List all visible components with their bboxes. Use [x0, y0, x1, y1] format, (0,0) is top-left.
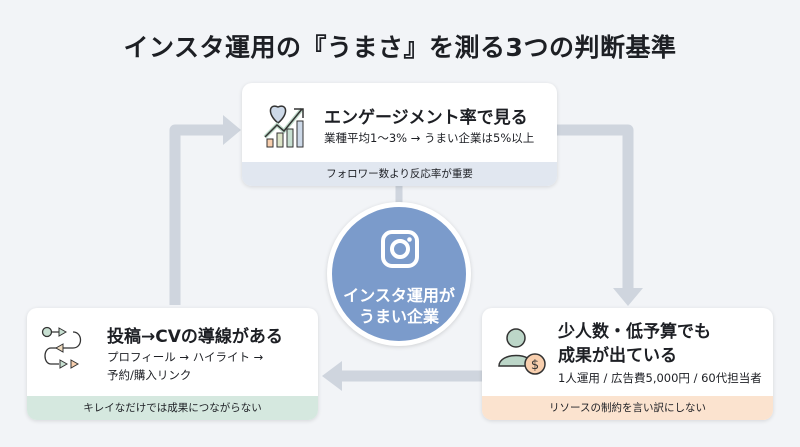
card-subtext: 業種平均1～3% → うまい企業は5%以上: [324, 131, 535, 145]
arrowhead-down: [613, 288, 643, 306]
card-footer: リソースの制約を言い訳にしない: [482, 396, 773, 420]
flow-path-icon: [41, 326, 82, 369]
card-heading-line1: 少人数・低予算でも: [558, 322, 711, 342]
card-subtext-line2: 予約/購入リンク: [107, 368, 192, 382]
card-footer: キレイなだけでは成果につながらない: [27, 396, 318, 420]
instagram-icon: [381, 230, 419, 268]
person-dollar-icon: $: [498, 328, 546, 375]
card-heading: 少人数・低予算でも 成果が出ている: [558, 320, 711, 368]
card-heading: 投稿→CVの導線がある: [107, 327, 283, 347]
card-subtext: 1人運用 / 広告費5,000円 / 60代担当者: [558, 371, 762, 385]
center-label: インスタ運用が うまい企業: [332, 285, 466, 327]
arrowhead-right: [223, 115, 241, 145]
card-engagement: エンゲージメント率で見る 業種平均1～3% → うまい企業は5%以上 フォロワー…: [242, 83, 557, 186]
heart-growth-chart-icon: [263, 105, 304, 148]
card-subtext: プロフィール → ハイライト → 予約/購入リンク: [107, 348, 263, 384]
card-heading: エンゲージメント率で見る: [324, 108, 528, 128]
card-subtext-line1: プロフィール → ハイライト →: [107, 350, 264, 364]
arrow-left-to-top: [169, 124, 225, 305]
card-small-team: $ 少人数・低予算でも 成果が出ている 1人運用 / 広告費5,000円 / 6…: [482, 308, 773, 420]
center-label-line2: うまい企業: [358, 307, 439, 326]
arrow-top-to-right: [557, 124, 634, 290]
svg-text:$: $: [531, 358, 539, 373]
center-label-line1: インスタ運用が: [343, 286, 455, 305]
page-title: インスタ運用の『うまさ』を測る3つの判断基準: [123, 33, 677, 62]
card-footer: フォロワー数より反応率が重要: [242, 162, 557, 186]
arrowhead-left: [322, 361, 342, 391]
center-circle: インスタ運用が うまい企業: [327, 202, 471, 346]
card-heading-line2: 成果が出ている: [558, 346, 677, 366]
card-conversion-path: 投稿→CVの導線がある プロフィール → ハイライト → 予約/購入リンク キレ…: [27, 308, 318, 420]
